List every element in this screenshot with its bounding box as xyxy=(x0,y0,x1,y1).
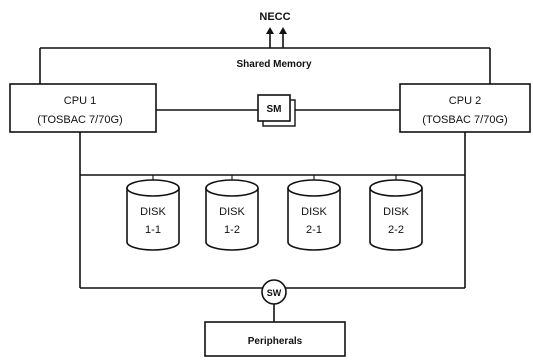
cpu2-box: CPU 2 (TOSBAC 7/70G) xyxy=(399,83,531,133)
cpu-drop-lines xyxy=(79,132,466,175)
shared-memory-label: Shared Memory xyxy=(236,59,311,70)
necc-label: NECC xyxy=(259,11,290,23)
disk-enclosure xyxy=(79,174,466,289)
cpu2-title: CPU 2 xyxy=(449,95,481,107)
cpu1-model: (TOSBAC 7/70G) xyxy=(37,114,122,126)
disk-2-2-number: 2-2 xyxy=(388,224,404,236)
peripherals-label: Peripherals xyxy=(248,336,303,347)
disk-1-2: DISK 1-2 xyxy=(205,179,259,251)
necc-arrows xyxy=(266,27,287,48)
sm-label: SM xyxy=(267,104,282,115)
shared-memory-bus xyxy=(39,47,491,84)
disk-2-1: DISK 2-1 xyxy=(287,179,341,251)
disk-2-1-label: DISK xyxy=(301,206,327,218)
disk-connectors xyxy=(152,175,397,180)
sw-label: SW xyxy=(267,288,282,298)
peripherals-box: Peripherals xyxy=(204,321,346,357)
disk-1-2-label: DISK xyxy=(219,206,245,218)
disk-1-1-label: DISK xyxy=(140,206,166,218)
disk-2-2: DISK 2-2 xyxy=(369,179,423,251)
disk-1-2-number: 1-2 xyxy=(224,224,240,236)
disk-2-2-label: DISK xyxy=(383,206,409,218)
cpu2-model: (TOSBAC 7/70G) xyxy=(422,114,507,126)
cpu1-title: CPU 1 xyxy=(64,95,96,107)
sm-box: SM xyxy=(257,94,296,127)
disk-1-1-number: 1-1 xyxy=(145,224,161,236)
cpu1-box: CPU 1 (TOSBAC 7/70G) xyxy=(9,83,157,133)
sw-switch: SW xyxy=(261,279,287,322)
disk-1-1: DISK 1-1 xyxy=(126,179,180,251)
disk-2-1-number: 2-1 xyxy=(306,224,322,236)
